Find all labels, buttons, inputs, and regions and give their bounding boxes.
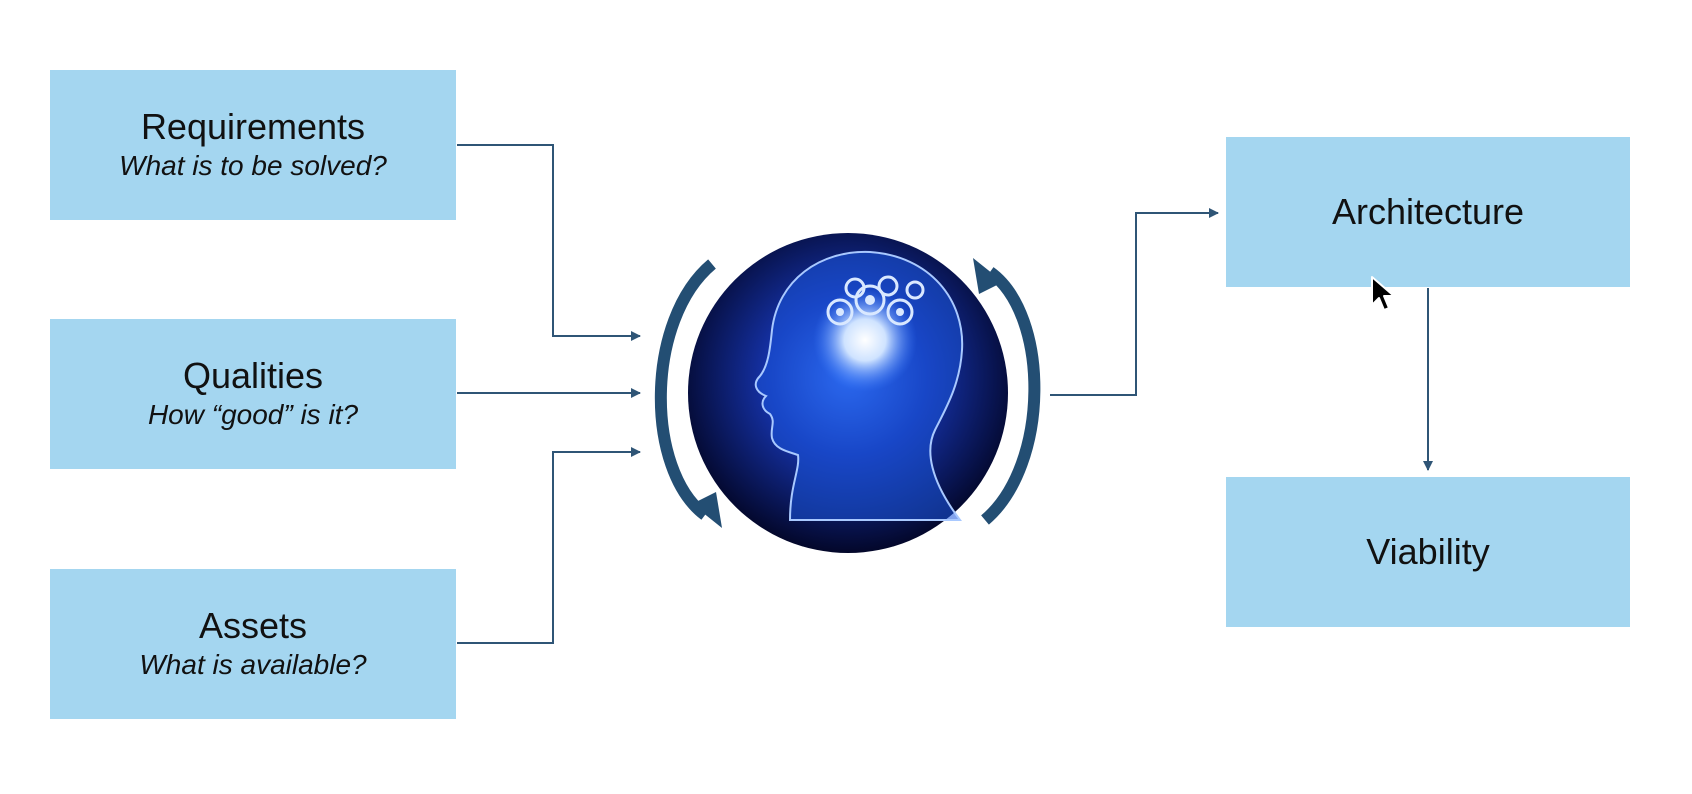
architecture-title: Architecture — [1331, 191, 1525, 232]
cycle-arrows — [654, 258, 1041, 528]
qualities-subtitle: How “good” is it? — [147, 399, 359, 430]
qualities-title: Qualities — [182, 355, 324, 396]
qualities-box: Qualities How “good” is it? — [50, 319, 456, 469]
assets-title: Assets — [198, 605, 308, 646]
requirements-box: Requirements What is to be solved? — [50, 70, 456, 220]
assets-subtitle: What is available? — [139, 649, 367, 680]
requirements-subtitle: What is to be solved? — [119, 150, 387, 181]
architecture-box: Architecture — [1226, 137, 1630, 287]
connector-assets — [457, 447, 641, 644]
mouse-cursor-icon — [1371, 276, 1395, 311]
viability-box: Viability — [1226, 477, 1630, 627]
connector-requirements — [457, 144, 641, 341]
requirements-title: Requirements — [140, 106, 366, 147]
viability-title: Viability — [1366, 531, 1490, 572]
head-with-gears-image — [688, 233, 1008, 553]
connector-architecture — [1050, 208, 1219, 396]
assets-box: Assets What is available? — [50, 569, 456, 719]
